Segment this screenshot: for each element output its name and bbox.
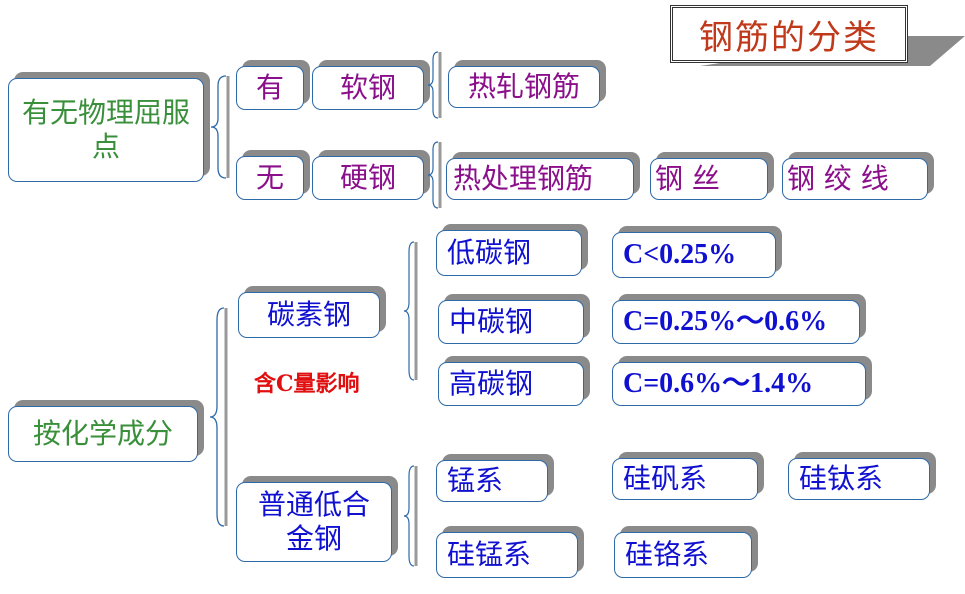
steel-wire-box: 钢 丝 [650, 158, 768, 200]
brace-chemical [206, 306, 230, 528]
yield-none-box: 无 [236, 156, 304, 200]
category-yield-point: 有无物理屈服点 [8, 78, 204, 182]
category-yield-point-label: 有无物理屈服点 [21, 96, 190, 163]
page-title: 钢筋的分类 [670, 5, 908, 63]
hard-steel-box: 硬钢 [312, 156, 424, 200]
brace-hard [426, 140, 444, 210]
brace-soft [426, 50, 444, 120]
si-ti-series-box: 硅钛系 [788, 458, 930, 500]
brace-yield [208, 74, 232, 180]
high-carbon-box: 高碳钢 [438, 362, 584, 406]
low-alloy-box: 普通低合金钢 [236, 482, 392, 562]
si-v-series-box: 硅矾系 [612, 458, 758, 500]
category-chemical-label: 按化学成分 [32, 417, 173, 451]
yield-has-box: 有 [236, 66, 304, 110]
carbon-content-note: 含C量影响 [254, 371, 360, 397]
brace-carbon [402, 240, 420, 382]
soft-steel-box: 软钢 [312, 66, 424, 110]
si-cr-series-box: 硅铬系 [614, 532, 752, 578]
medium-carbon-box: 中碳钢 [438, 300, 584, 344]
high-carbon-range: C=0.6%～1.4% [612, 362, 866, 406]
brace-low-alloy [402, 464, 420, 568]
heat-treated-box: 热处理钢筋 [446, 158, 634, 200]
category-chemical: 按化学成分 [8, 406, 198, 462]
low-carbon-box: 低碳钢 [436, 230, 582, 276]
carbon-steel-box: 碳素钢 [238, 292, 380, 338]
low-carbon-range: C<0.25% [612, 232, 776, 278]
hot-rolled-box: 热轧钢筋 [448, 66, 600, 108]
medium-carbon-range: C=0.25%～0.6% [612, 300, 860, 344]
si-mn-series-box: 硅锰系 [436, 532, 578, 578]
strand-box: 钢 绞 线 [782, 158, 928, 200]
mn-series-box: 锰系 [436, 460, 548, 502]
